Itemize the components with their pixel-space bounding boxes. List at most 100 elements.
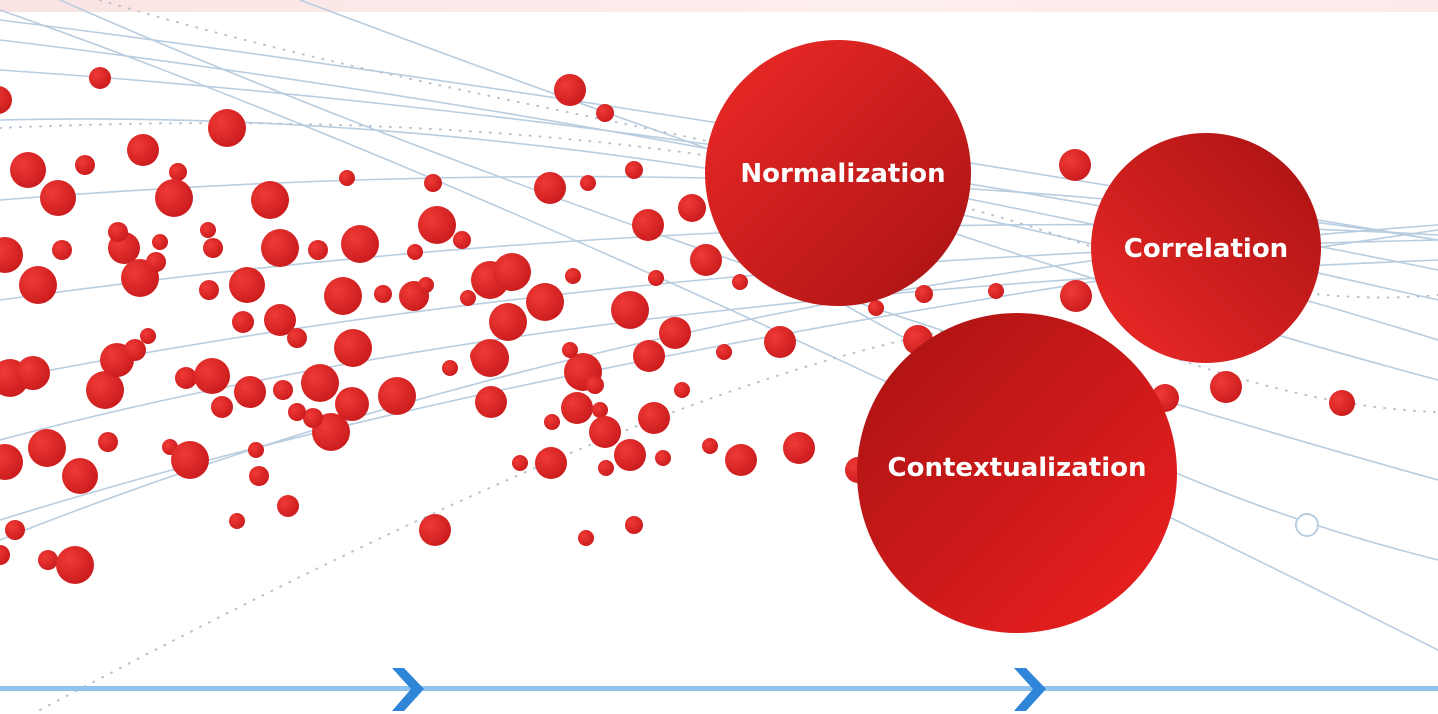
data-point	[598, 460, 614, 476]
ring-node-icon	[1295, 513, 1319, 537]
data-point	[632, 209, 664, 241]
data-point	[38, 550, 58, 570]
data-point	[471, 339, 509, 377]
data-point	[155, 179, 193, 217]
data-point	[28, 429, 66, 467]
stage-correlation: Correlation	[1091, 133, 1321, 363]
data-point	[374, 285, 392, 303]
data-point	[194, 358, 230, 394]
data-point	[0, 444, 23, 480]
data-point	[288, 403, 306, 421]
data-point	[5, 520, 25, 540]
correlation-bubble	[1091, 133, 1321, 363]
data-point	[140, 328, 156, 344]
data-point	[544, 414, 560, 430]
data-point	[633, 340, 665, 372]
data-point	[418, 277, 434, 293]
data-point	[378, 377, 416, 415]
data-point	[301, 364, 339, 402]
data-point	[0, 237, 23, 273]
data-point	[1210, 371, 1242, 403]
data-point	[146, 252, 166, 272]
correlation-label: Correlation	[1124, 234, 1288, 264]
data-point	[732, 274, 748, 290]
data-point	[690, 244, 722, 276]
data-point	[1059, 149, 1091, 181]
data-point	[625, 161, 643, 179]
data-point	[453, 231, 471, 249]
timeline-bar	[0, 686, 1438, 691]
data-point	[580, 175, 596, 191]
data-point	[56, 546, 94, 584]
data-point	[764, 326, 796, 358]
data-point	[589, 416, 621, 448]
data-point	[489, 303, 527, 341]
data-point	[625, 516, 643, 534]
data-point	[475, 386, 507, 418]
data-point	[229, 267, 265, 303]
data-point	[512, 455, 528, 471]
stage-contextualization: Contextualization	[857, 313, 1177, 633]
data-point	[171, 441, 209, 479]
data-point	[261, 229, 299, 267]
data-point	[287, 328, 307, 348]
data-point	[124, 339, 146, 361]
network-line	[0, 9, 1438, 651]
data-point	[208, 109, 246, 147]
data-point	[229, 513, 245, 529]
data-point	[868, 300, 884, 316]
data-point	[1329, 390, 1355, 416]
data-point	[535, 447, 567, 479]
top-band	[0, 0, 1438, 12]
contextualization-label: Contextualization	[888, 453, 1147, 483]
data-point	[89, 67, 111, 89]
data-point	[10, 152, 46, 188]
data-point	[273, 380, 293, 400]
data-point	[493, 253, 531, 291]
data-point	[419, 514, 451, 546]
data-point	[175, 367, 197, 389]
data-point	[716, 344, 732, 360]
data-point	[248, 442, 264, 458]
data-point	[127, 134, 159, 166]
data-point	[586, 376, 604, 394]
data-point	[1060, 280, 1092, 312]
data-point	[554, 74, 586, 106]
data-point	[407, 244, 423, 260]
data-point	[460, 290, 476, 306]
chevron-right-icon	[392, 668, 424, 711]
data-point	[16, 356, 50, 390]
data-point	[915, 285, 933, 303]
normalization-label: Normalization	[740, 159, 945, 189]
data-point	[277, 495, 299, 517]
data-point	[199, 280, 219, 300]
data-point	[234, 376, 266, 408]
data-point	[308, 240, 328, 260]
data-point	[335, 387, 369, 421]
data-point	[249, 466, 269, 486]
stage-normalization: Normalization	[705, 40, 971, 306]
chevron-right-icon	[1014, 668, 1046, 711]
data-point	[264, 304, 296, 336]
data-point	[203, 238, 223, 258]
data-point	[578, 530, 594, 546]
contextualization-bubble	[857, 313, 1177, 633]
data-point	[324, 277, 362, 315]
data-point	[565, 268, 581, 284]
data-point	[75, 155, 95, 175]
data-point	[98, 432, 118, 452]
data-point	[251, 181, 289, 219]
data-point	[169, 163, 187, 181]
data-point	[988, 283, 1004, 299]
data-point	[638, 402, 670, 434]
data-point	[211, 396, 233, 418]
data-point	[596, 104, 614, 122]
data-point	[0, 545, 10, 565]
data-point	[86, 371, 124, 409]
data-point	[702, 438, 718, 454]
dotted-line	[1179, 359, 1438, 413]
data-point	[341, 225, 379, 263]
data-point	[62, 458, 98, 494]
